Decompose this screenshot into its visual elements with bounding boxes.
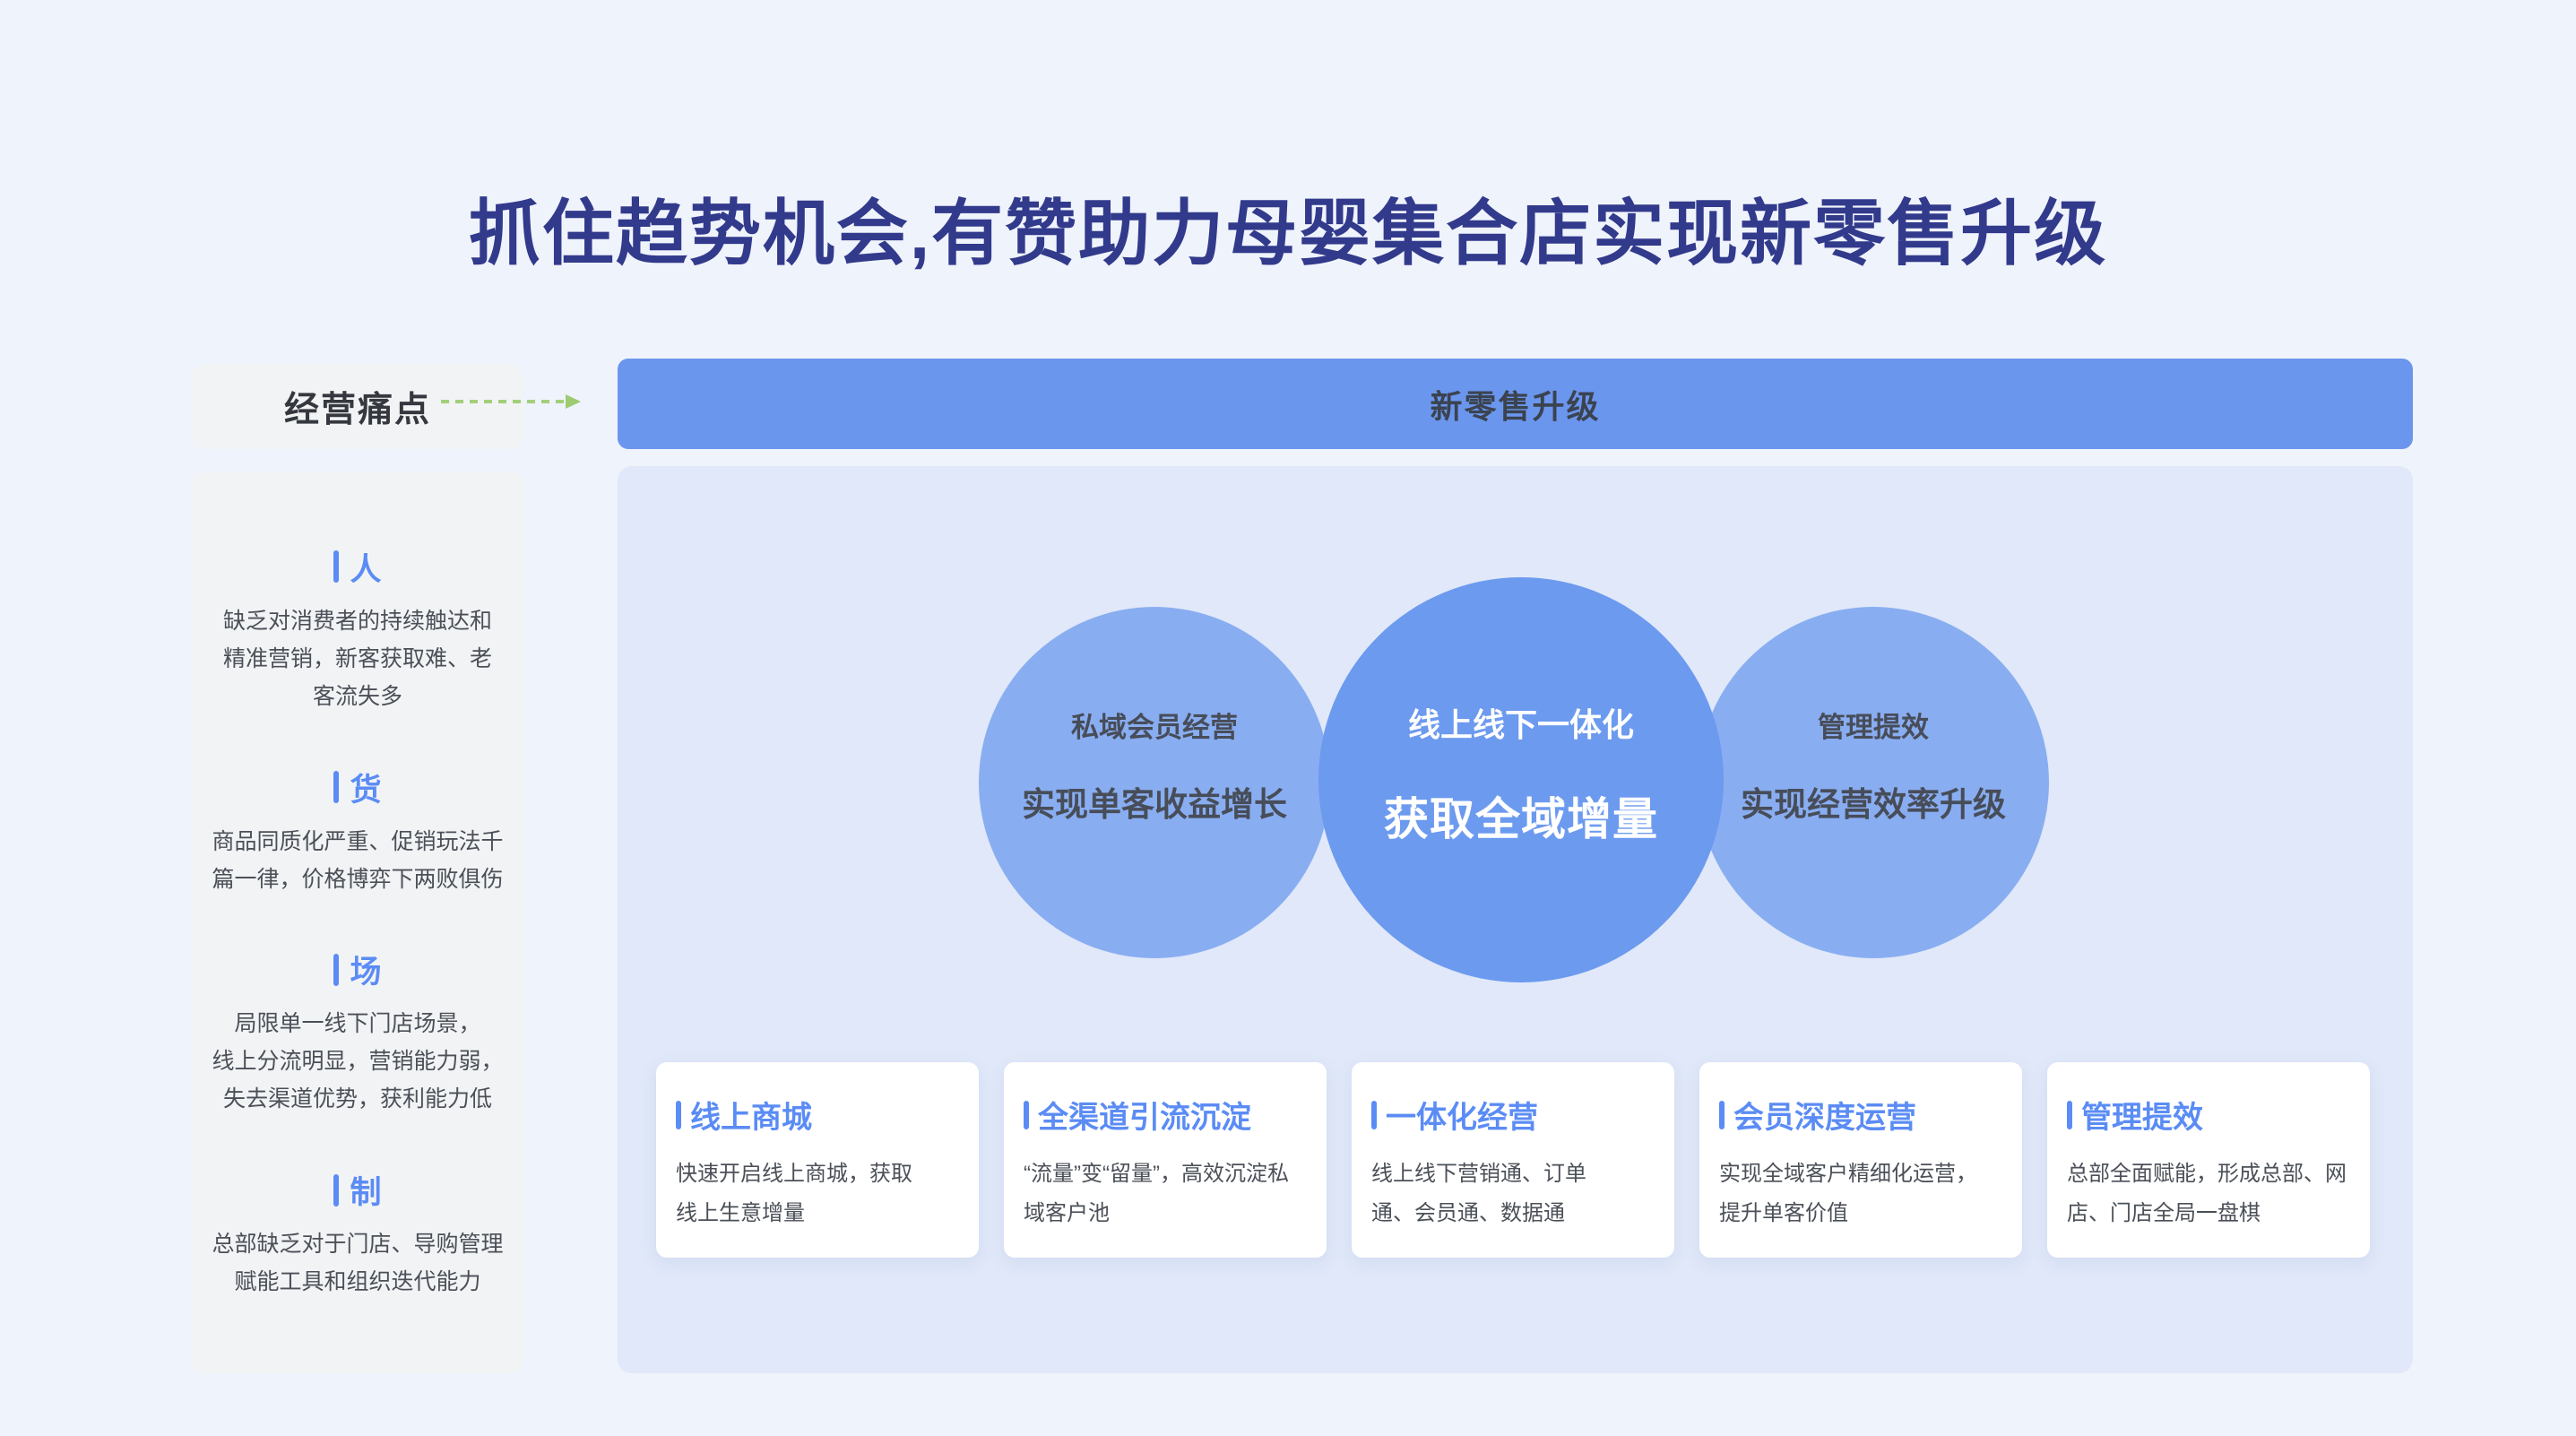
card-heading: 全渠道引流沉淀 (1024, 1093, 1307, 1137)
accent-bar (1371, 1100, 1377, 1129)
card-management-efficiency: 管理提效 总部全面赋能，形成总部、网 店、门店全局一盘棋 (2047, 1062, 2370, 1258)
section-body: 商品同质化严重、促销玩法千 篇一律，价格博弈下两败俱伤 (212, 828, 504, 892)
card-online-mall: 线上商城 快速开启线上商城，获取 线上生意增量 (656, 1062, 979, 1258)
card-body: 实现全域客户精细化运营， 提升单客价值 (1719, 1162, 1977, 1225)
card-title: 会员深度运营 (1733, 1101, 1916, 1135)
section-heading: 货 (204, 765, 511, 810)
accent-bar (333, 771, 340, 804)
card-title: 全渠道引流沉淀 (1038, 1101, 1251, 1135)
card-heading: 管理提效 (2067, 1093, 2350, 1137)
card-omnichannel-traffic: 全渠道引流沉淀 “流量”变“留量”，高效沉淀私 域客户池 (1004, 1062, 1327, 1258)
card-heading: 会员深度运营 (1719, 1093, 2002, 1137)
flow-panel: 私域会员经营 实现单客收益增长 线上线下一体化 获取全域增量 管理提效 实现经营… (618, 466, 2413, 1373)
pain-point-section-goods: 货 商品同质化严重、促销玩法千 篇一律，价格博弈下两败俱伤 (204, 765, 511, 898)
circle-subtitle: 实现单客收益增长 (1022, 785, 1287, 823)
accent-bar (333, 1173, 340, 1207)
card-member-operation: 会员深度运营 实现全域客户精细化运营， 提升单客价值 (1699, 1062, 2022, 1258)
circle-subtitle: 实现经营效率升级 (1741, 785, 2006, 823)
card-heading: 一体化经营 (1371, 1093, 1655, 1137)
new-retail-header-label: 新零售升级 (1430, 387, 1601, 425)
card-title: 一体化经营 (1386, 1101, 1538, 1135)
accent-bar (1719, 1100, 1725, 1129)
card-body: 快速开启线上商城，获取 线上生意增量 (676, 1162, 912, 1225)
section-label: 货 (350, 772, 382, 808)
accent-bar (333, 550, 340, 584)
accent-bar (2067, 1100, 2072, 1129)
arrow-dashed-line (441, 400, 566, 403)
accent-bar (333, 953, 340, 986)
pain-points-header-box: 经营痛点 (192, 365, 523, 449)
card-body: 总部全面赋能，形成总部、网 店、门店全局一盘棋 (2067, 1162, 2347, 1225)
section-heading: 场 (204, 947, 511, 992)
pain-points-header-label: 经营痛点 (283, 391, 431, 429)
flow-arrow-icon (441, 394, 581, 409)
card-title: 线上商城 (690, 1101, 812, 1135)
section-heading: 人 (204, 544, 511, 590)
circle-title: 线上线下一体化 (1407, 706, 1634, 743)
pain-points-panel: 人 缺乏对消费者的持续触达和 精准营销，新客获取难、老 客流失多 货 商品同质化… (192, 471, 523, 1373)
accent-bar (676, 1100, 681, 1129)
card-body: 线上线下营销通、订单 通、会员通、数据通 (1371, 1162, 1586, 1225)
section-label: 人 (350, 551, 382, 587)
section-body: 缺乏对消费者的持续触达和 精准营销，新客获取难、老 客流失多 (222, 608, 492, 709)
section-body: 总部缺乏对于门店、导购管理 赋能工具和组织迭代能力 (212, 1232, 504, 1295)
card-title: 管理提效 (2081, 1101, 2203, 1135)
circle-subtitle: 获取全域增量 (1384, 794, 1658, 844)
pain-point-section-place: 场 局限单一线下门店场景， 线上分流明显，营销能力弱， 失去渠道优势，获利能力低 (204, 947, 511, 1118)
section-label: 制 (350, 1175, 382, 1211)
circle-title: 私域会员经营 (1071, 711, 1238, 743)
new-retail-header-bar: 新零售升级 (618, 359, 2413, 449)
section-body: 局限单一线下门店场景， 线上分流明显，营销能力弱， 失去渠道优势，获利能力低 (212, 1011, 504, 1112)
section-heading: 制 (204, 1167, 511, 1213)
card-heading: 线上商城 (676, 1093, 959, 1137)
page-title: 抓住趋势机会,有赞助力母婴集合店实现新零售升级 (468, 194, 2108, 273)
card-body: “流量”变“留量”，高效沉淀私 域客户池 (1024, 1162, 1289, 1225)
circle-title: 管理提效 (1818, 711, 1929, 743)
card-integrated-operation: 一体化经营 线上线下营销通、订单 通、会员通、数据通 (1352, 1062, 1674, 1258)
accent-bar (1024, 1100, 1029, 1129)
circle-private-domain: 私域会员经营 实现单客收益增长 (979, 607, 1330, 958)
circle-online-offline: 线上线下一体化 获取全域增量 (1318, 577, 1724, 982)
section-label: 场 (350, 955, 382, 990)
pain-point-section-system: 制 总部缺乏对于门店、导购管理 赋能工具和组织迭代能力 (204, 1167, 511, 1301)
solution-cards-row: 线上商城 快速开启线上商城，获取 线上生意增量 全渠道引流沉淀 “流量”变“留量… (656, 1062, 2370, 1258)
pain-point-section-people: 人 缺乏对消费者的持续触达和 精准营销，新客获取难、老 客流失多 (204, 544, 511, 715)
arrow-head-icon (566, 394, 581, 409)
circle-management: 管理提效 实现经营效率升级 (1698, 607, 2049, 958)
